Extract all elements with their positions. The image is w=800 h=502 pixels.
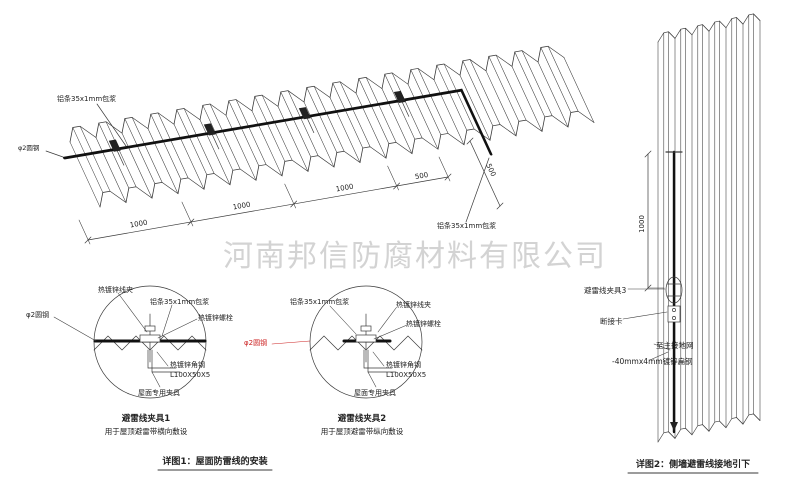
dimension-line-roof bbox=[87, 176, 449, 241]
lightning-wire-roof bbox=[63, 88, 493, 160]
roof-isometric-view bbox=[63, 45, 595, 208]
detail-1-leaders bbox=[53, 292, 198, 388]
detail-2-boundary-circle bbox=[309, 285, 423, 399]
figure-1-caption: 详图1：屋面防雷线的安装 bbox=[162, 455, 268, 467]
detail-1-rod-label: φ2圆钢 bbox=[26, 310, 49, 319]
leader-strip-bottom bbox=[465, 157, 490, 223]
ground-arrowhead bbox=[670, 422, 678, 431]
wall-clamp-ticks bbox=[666, 283, 682, 297]
roof-corrugation-bottom-edge bbox=[99, 110, 595, 208]
dimension-extension-lines bbox=[78, 156, 451, 245]
wall-disconnect-label: 断接卡 bbox=[600, 316, 623, 326]
dimension-line-roof-side bbox=[469, 140, 501, 207]
figure-2-caption: 详图2：侧墙避雷线接地引下 bbox=[636, 458, 750, 470]
detail-1-clamp-label: 热镀锌线夹 bbox=[98, 285, 133, 294]
wall-flat-steel-label: -40mmx4mm镀锌扁钢 bbox=[612, 356, 693, 366]
detail-circle-2 bbox=[271, 285, 423, 399]
roof-dim-1000-a: 1000 bbox=[129, 219, 148, 230]
disconnect-card-symbol bbox=[667, 305, 681, 323]
detail-2-rod-leader bbox=[271, 340, 311, 345]
detail-1-fixture-label: 屋面专用夹具 bbox=[138, 388, 180, 397]
detail-1-title: 避雷线夹具1 bbox=[122, 413, 171, 424]
detail-1-strip-label: 铝条35x1mm包浆 bbox=[150, 297, 209, 306]
leader-strip-top bbox=[96, 103, 127, 147]
roof-wire-clamp bbox=[393, 90, 406, 104]
dimension-ticks-side bbox=[466, 137, 504, 210]
wall-corrugation-ridges bbox=[657, 13, 761, 443]
roof-corrugation-top-edge bbox=[69, 45, 565, 143]
detail-2-strip-label: 铝条35x1mm包浆 bbox=[290, 297, 349, 306]
roof-wire-clamp bbox=[203, 123, 216, 136]
detail-1-subtitle: 用于屋顶避雷带横向敷设 bbox=[105, 426, 188, 436]
wall-clamp3-label: 避雷线夹具3 bbox=[584, 285, 626, 295]
roof-strip-label-top: 铝条35x1mm包浆 bbox=[57, 94, 116, 103]
detail-2-rod-label: φ2圆钢 bbox=[244, 338, 267, 347]
detail-1-angle-label: 热镀锌角钢 bbox=[170, 360, 205, 369]
roof-dim-500-a: 500 bbox=[414, 171, 429, 181]
roof-dim-1000-c: 1000 bbox=[335, 183, 354, 194]
disconnect-bolt bbox=[672, 316, 676, 320]
detail-1-clamp-plate bbox=[139, 334, 161, 343]
roof-rod-label: φ2圆钢 bbox=[18, 144, 40, 152]
wall-dim-1000: 1000 bbox=[638, 215, 646, 233]
detail-2-angle-label: 热镀锌角钢 bbox=[386, 360, 421, 369]
detail-2-fixture-label: 屋面专用夹具 bbox=[354, 388, 396, 397]
disconnect-bolt bbox=[672, 308, 676, 312]
roof-strip-label-bottom: 铝条35x1mm包浆 bbox=[437, 221, 496, 230]
roof-wire-clamp bbox=[298, 107, 311, 120]
detail-2-clamp-label: 热镀锌线夹 bbox=[396, 300, 431, 309]
detail-2-title: 避雷线夹具2 bbox=[338, 413, 387, 424]
company-watermark: 河南邦信防腐材料有限公司 bbox=[223, 239, 607, 274]
detail-1-nut bbox=[144, 325, 156, 332]
wall-label-leaders bbox=[622, 288, 671, 361]
roof-dim-1000-b: 1000 bbox=[232, 201, 251, 212]
wall-view bbox=[657, 13, 761, 443]
detail-circle-1 bbox=[53, 285, 207, 399]
detail-2-subtitle: 用于屋顶避雷带纵向敷设 bbox=[321, 426, 404, 436]
roof-clamp-posts bbox=[116, 102, 410, 166]
detail-2-bolt-label: 热镀锌螺栓 bbox=[406, 319, 441, 328]
roof-corrugation-ridges bbox=[69, 45, 595, 208]
wall-to-ground-label: 至主接地网 bbox=[656, 340, 694, 350]
detail-2-angle-size: L100X50X5 bbox=[386, 371, 426, 379]
roof-wire-clamp bbox=[108, 139, 121, 152]
leader-rod bbox=[45, 150, 64, 158]
wall-clamp-detail-circle bbox=[665, 276, 683, 304]
detail-1-angle-size: L100X50X5 bbox=[170, 371, 210, 379]
dimension-ticks bbox=[84, 173, 452, 244]
detail-2-nut bbox=[360, 325, 372, 332]
detail-2-leaders bbox=[329, 305, 408, 388]
detail-1-bolt-label: 热镀锌螺栓 bbox=[198, 313, 233, 322]
detail-2-clamp-plate bbox=[355, 334, 377, 343]
